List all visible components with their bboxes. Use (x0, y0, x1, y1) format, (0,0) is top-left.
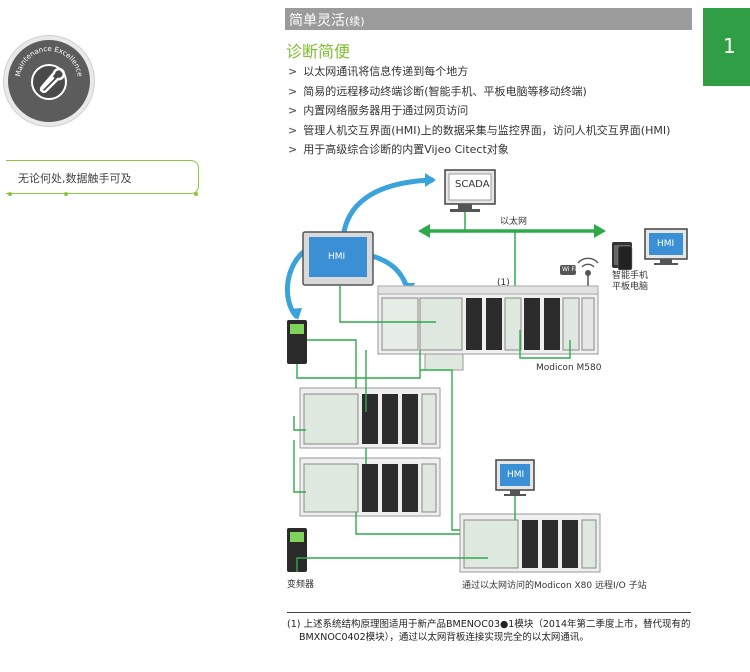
io-rack-2 (299, 387, 441, 449)
footnote: (1) 上述系统结构原理图适用于新产品BMENOC03●1模块（2014年第二季… (287, 618, 697, 644)
mobile-label: 智能手机 平板电脑 (612, 271, 649, 292)
list-item: >管理人机交互界面(HMI)上的数据采集与监控界面，访问人机交互界面(HMI) (288, 123, 671, 137)
wifi-label: Wi Fi (562, 266, 577, 273)
scada-monitor (444, 169, 496, 212)
hmi-panel (302, 231, 374, 286)
footnote-line: (1) 上述系统结构原理图适用于新产品BMENOC03●1模块（2014年第二季… (287, 619, 691, 630)
page-title: 简单灵活(续) (289, 13, 365, 29)
io-rack-3 (299, 457, 441, 517)
ethernet-label: 以太网 (500, 217, 528, 227)
footnote-divider (287, 612, 691, 613)
green-cables (293, 285, 571, 572)
note-marker: (1) (497, 278, 510, 288)
hmi-label-right: HMI (657, 239, 675, 249)
remote-rack-label: 通过以太网访问的Modicon X80 远程I/O 子站 (462, 581, 647, 591)
list-item: >内置网络服务器用于通过网页访问 (288, 104, 469, 117)
wifi-icon (560, 257, 599, 290)
callout-dot (8, 192, 12, 196)
list-item: >以太网通讯将信息传递到每个地方 (288, 65, 469, 78)
hmi-label-bottom: HMI (507, 470, 525, 480)
callout-dot (64, 192, 68, 196)
io-rack-remote (459, 513, 601, 573)
callout-box: 无论何处,数据触手可及 (6, 160, 199, 196)
hmi-label: HMI (328, 252, 346, 262)
wrench-icon: Maintenance Excellence (14, 45, 84, 100)
chapter-tab: 1 (703, 8, 750, 86)
section-heading: 诊断简便 (286, 42, 351, 61)
scada-label: SCADA (455, 179, 490, 190)
feature-list: >以太网通讯将信息传递到每个地方 >简易的远程移动终端诊断(智能手机、平板电脑等… (288, 62, 670, 160)
callout-text: 无论何处,数据触手可及 (18, 172, 132, 185)
ethernet-line (418, 209, 606, 298)
chapter-number: 1 (723, 34, 736, 58)
plc-rack-main (377, 285, 599, 371)
arrow-head (425, 173, 436, 187)
hmi-monitor-right (644, 228, 688, 265)
drive-label: 变频器 (287, 580, 315, 590)
arrow-head (289, 308, 302, 320)
plc-label: Modicon M580 (536, 363, 602, 373)
mobile-devices (612, 242, 633, 271)
list-item: >简易的远程移动终端诊断(智能手机、平板电脑等移动终端) (288, 84, 587, 98)
page-title-bar: 简单灵活(续) (285, 8, 692, 30)
footnote-line: BMXNOC0402模块），通过以太网背板连接实现完全的以太网通讯。 (299, 632, 589, 643)
drive-bottom (287, 528, 307, 572)
list-item: >用于高级综合诊断的内置Vijeo Citect对象 (288, 143, 509, 156)
hmi-monitor-bottom (495, 459, 535, 496)
callout-dot (194, 192, 198, 196)
drive-top (287, 320, 307, 364)
maintenance-excellence-badge: Maintenance Excellence (4, 36, 94, 126)
